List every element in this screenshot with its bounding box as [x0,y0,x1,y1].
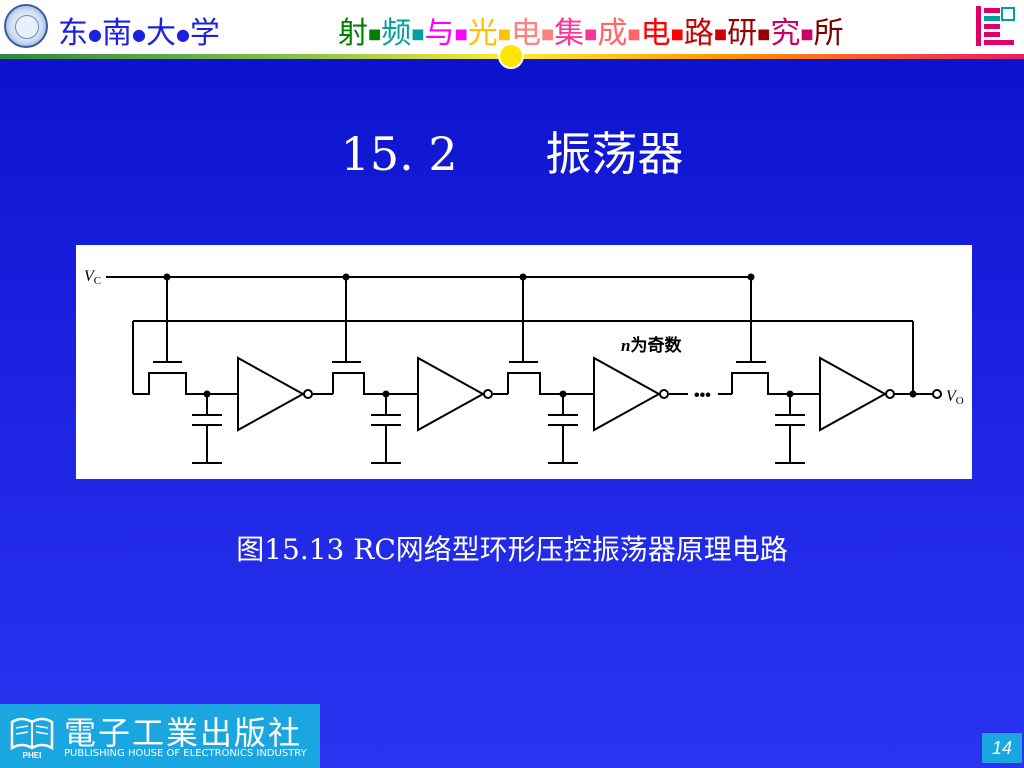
publisher-band: PHEI 電子工業出版社 PUBLISHING HOUSE OF ELECTRO… [0,704,320,768]
institute-char: 路 [683,16,714,51]
svg-text:PHEI: PHEI [23,751,42,760]
page-number: 14 [982,733,1022,763]
figure-caption: 图15.13 RC网络型环形压控振荡器原理电路 [236,533,788,566]
institute-char: 电 [640,16,671,51]
institute-char: 集 [554,16,585,51]
header-bar: 东●南●大●学 射■频■与■光■电■集■成■电■路■研■究■所 [0,0,1024,54]
decorative-dot [498,43,524,69]
institute-char: 频 [381,16,412,51]
institute-char: 成 [597,16,628,51]
publisher-name-en: PUBLISHING HOUSE OF ELECTRONICS INDUSTRY [64,748,307,759]
slide-title: 15. 2 振荡器 [340,127,684,181]
institute-char: 射 [338,16,368,51]
university-name: 东●南●大●学 [58,16,220,51]
ring-vco-schematic: ••• VC VO n为奇数 [84,268,964,464]
institute-char: 研 [727,16,758,51]
vo-label: VO [946,388,964,407]
publisher-book-icon: PHEI [10,717,54,760]
institute-char: 究 [770,16,801,51]
institute-char: 所 [813,16,844,51]
odd-stage-note: n为奇数 [621,335,682,356]
institute-name: 射■频■与■光■电■集■成■电■路■研■究■所 [338,16,844,51]
institute-char: 与 [424,16,455,51]
institute-logo-icon [974,4,1018,48]
publisher-name-cn: 電子工業出版社 [64,714,303,752]
circuit-figure: ••• VC VO n为奇数 [76,245,972,479]
institute-char: 光 [467,16,498,51]
vc-label: VC [84,268,101,287]
stage-ellipsis: ••• [694,387,711,404]
university-logo-icon [4,4,48,48]
